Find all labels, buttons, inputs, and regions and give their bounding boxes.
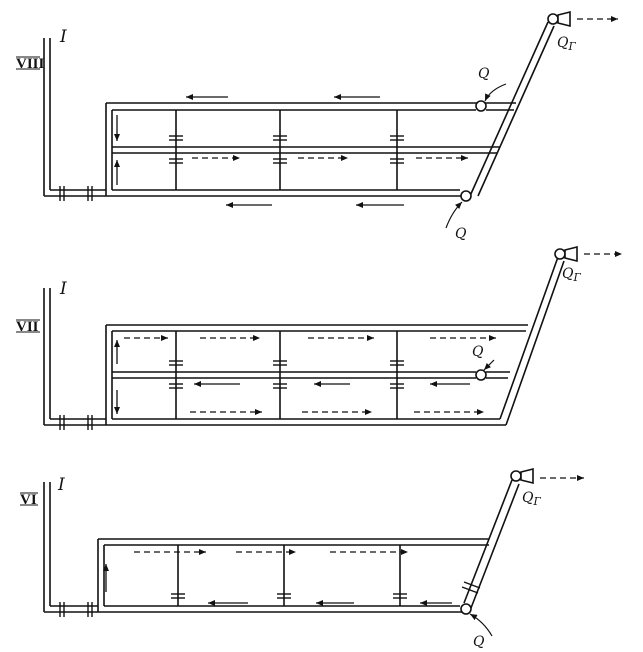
- panel-block: [97, 538, 489, 612]
- junction-node: [475, 100, 487, 112]
- junction-node: [460, 190, 472, 202]
- regulator: [461, 581, 481, 594]
- junction-node: [475, 369, 487, 381]
- shaft-label: I: [57, 475, 65, 495]
- flow-leaders: [469, 613, 493, 637]
- fan-flow-label: QГ: [562, 266, 581, 284]
- panel-vi-labels: VI I Q QГ: [20, 475, 541, 650]
- inclined-drift: [463, 479, 520, 609]
- panel-block: [105, 102, 516, 196]
- inclined-drift: [469, 21, 555, 197]
- cross-cuts: [175, 110, 398, 190]
- panel-roman-label: VII: [16, 319, 39, 335]
- stoppings: [169, 360, 404, 389]
- fan-flow-label: QГ: [522, 490, 541, 508]
- panel-viii: [43, 10, 618, 229]
- bottom-main-drift: [44, 189, 466, 197]
- stoppings: [169, 135, 404, 164]
- seal-marks: [59, 186, 93, 201]
- panel-vii-labels: VII I Q QГ: [16, 266, 581, 360]
- intake-shaft: [43, 288, 51, 425]
- fan-flow-label: QГ: [557, 35, 576, 53]
- flow-leaders: [445, 83, 507, 229]
- airflow-arrows: [114, 16, 618, 208]
- airflow-arrows: [114, 251, 622, 415]
- cross-cuts: [175, 331, 398, 419]
- seal-marks: [59, 602, 93, 617]
- bottom-main-drift: [44, 605, 466, 613]
- flow-label: Q: [455, 226, 467, 242]
- panel-roman-label: VIII: [16, 56, 45, 72]
- cross-cuts: [177, 545, 401, 606]
- fan-icon: [547, 10, 571, 28]
- intake-shaft: [43, 482, 51, 612]
- airflow-arrows: [103, 475, 584, 606]
- inclined-drift: [499, 256, 565, 426]
- flow-leaders: [483, 359, 495, 371]
- junction-node: [460, 603, 472, 615]
- panel-block: [105, 324, 528, 425]
- flow-label: Q: [478, 66, 490, 82]
- fan-icon: [554, 245, 578, 263]
- panel-vi: [43, 467, 584, 637]
- panel-vii: [43, 245, 622, 430]
- panel-viii-labels: VIII I Q Q QГ: [16, 27, 576, 242]
- bottom-main-drift: [44, 418, 506, 426]
- fan-icon: [510, 467, 534, 485]
- shaft-label: I: [59, 279, 67, 299]
- flow-label: Q: [473, 634, 485, 650]
- flow-label: Q: [472, 344, 484, 360]
- seal-marks: [59, 415, 93, 430]
- shaft-label: I: [59, 27, 67, 47]
- stoppings: [171, 593, 407, 599]
- intake-shaft: [43, 38, 51, 196]
- panel-roman-label: VI: [20, 492, 37, 508]
